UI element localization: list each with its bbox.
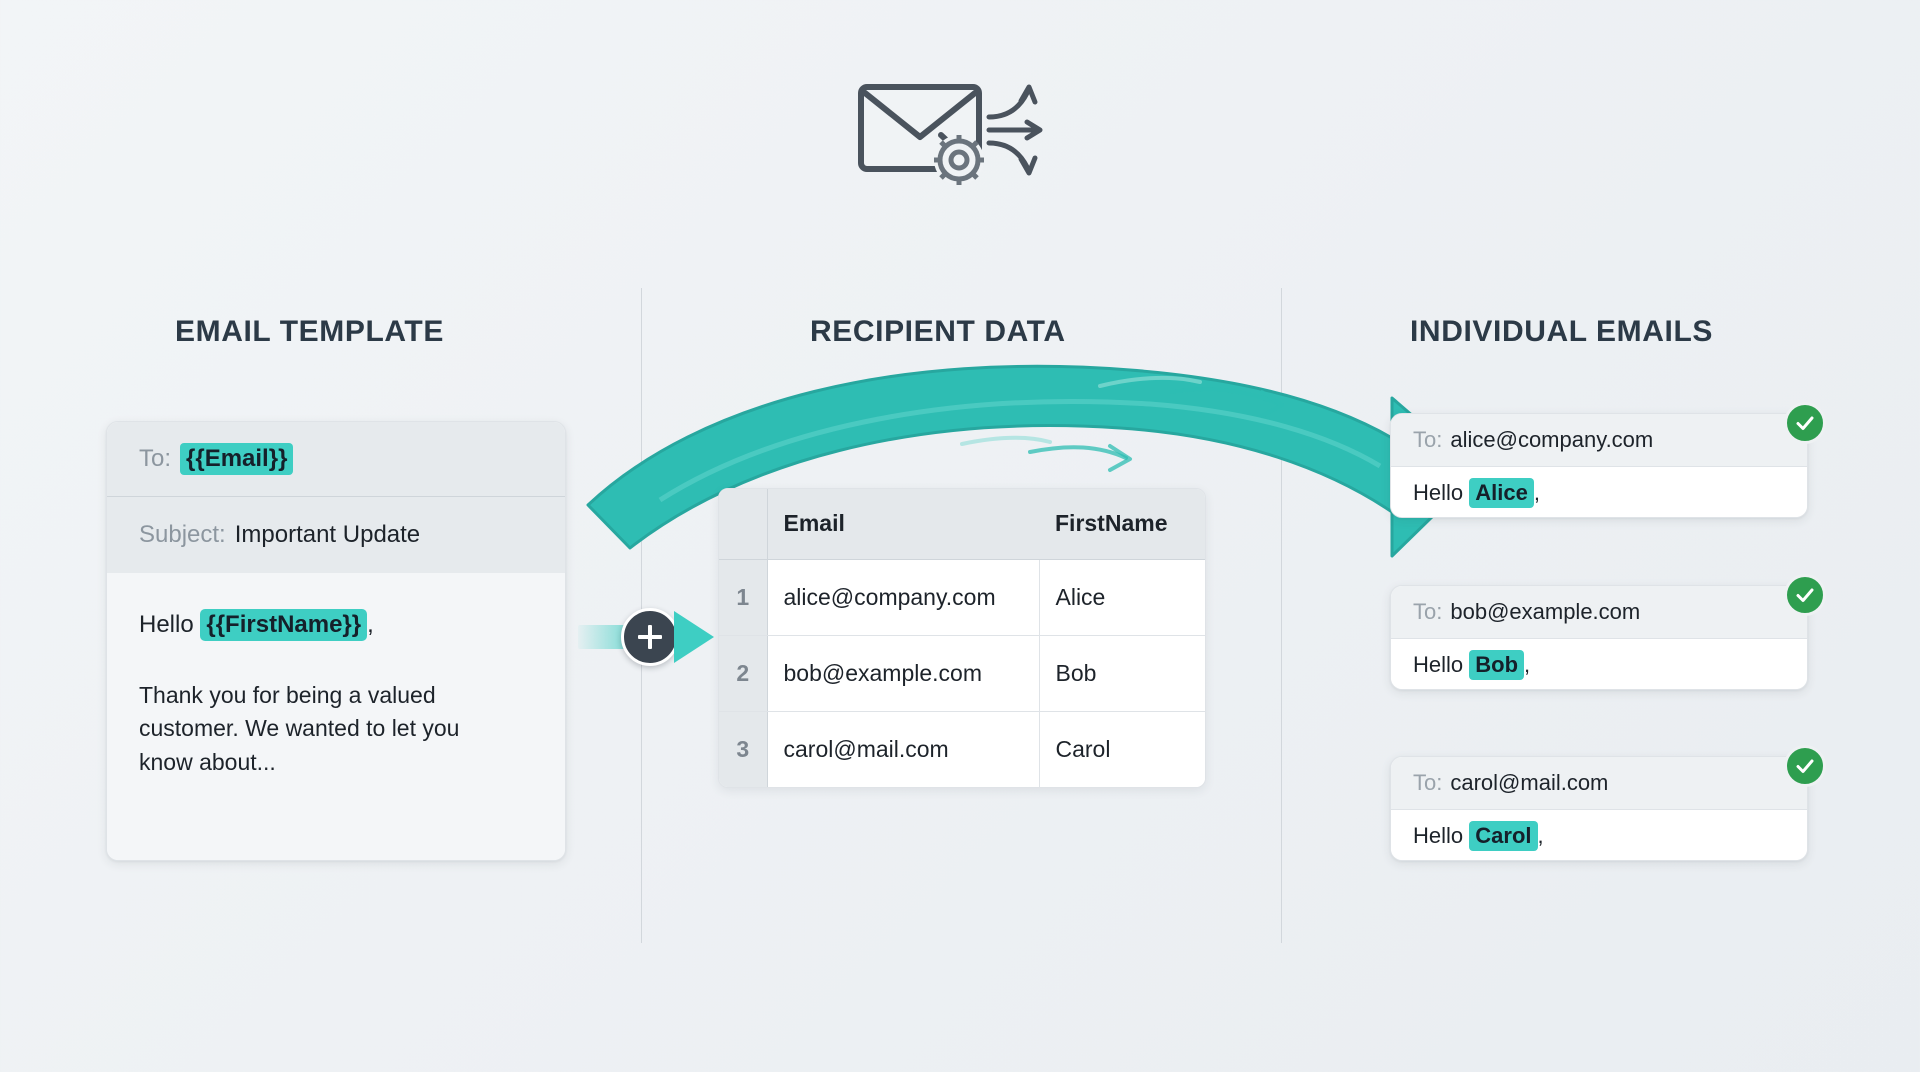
result-greeting-prefix: Hello xyxy=(1413,651,1464,677)
column-divider-right xyxy=(1281,288,1282,943)
template-subject-row: Subject: Important Update xyxy=(107,497,565,573)
result-greeting-prefix: Hello xyxy=(1413,479,1464,505)
result-to-label: To: xyxy=(1413,599,1443,624)
result-to-row: To: carol@mail.com xyxy=(1391,757,1807,810)
result-name-token: Carol xyxy=(1469,820,1538,851)
result-greeting-suffix: , xyxy=(1537,822,1544,848)
result-to-label: To: xyxy=(1413,427,1443,452)
table-header-row: Email FirstName xyxy=(719,489,1205,560)
table-row[interactable]: 3 carol@mail.com Carol xyxy=(719,711,1205,787)
recipient-data-table[interactable]: Email FirstName 1 alice@company.com Alic… xyxy=(718,488,1206,788)
result-email-card[interactable]: To: alice@company.com Hello Alice, xyxy=(1390,413,1808,518)
result-to-label: To: xyxy=(1413,770,1443,795)
column-header-firstname: FirstName xyxy=(1039,489,1205,560)
result-email-card[interactable]: To: carol@mail.com Hello Carol, xyxy=(1390,756,1808,861)
row-index: 3 xyxy=(719,711,768,787)
cell-firstname: Bob xyxy=(1039,635,1205,712)
cell-firstname: Alice xyxy=(1039,559,1205,636)
table-row[interactable]: 1 alice@company.com Alice xyxy=(719,559,1205,636)
template-body: Hello {{FirstName}}, Thank you for being… xyxy=(107,573,565,860)
result-name-token: Bob xyxy=(1469,649,1525,680)
cell-email: bob@example.com xyxy=(767,635,1040,712)
column-title-individual-emails: INDIVIDUAL EMAILS xyxy=(1410,315,1713,348)
column-header-index xyxy=(719,489,768,560)
result-greeting-suffix: , xyxy=(1524,651,1531,677)
template-to-label: To: xyxy=(139,445,172,472)
sent-check-icon xyxy=(1784,745,1826,787)
sent-check-icon xyxy=(1784,402,1826,444)
template-subject-label: Subject: xyxy=(139,521,226,548)
result-name-token: Alice xyxy=(1469,477,1534,508)
result-greeting-row: Hello Bob, xyxy=(1391,639,1807,689)
result-to-row: To: bob@example.com xyxy=(1391,586,1807,639)
result-to-value: carol@mail.com xyxy=(1450,770,1609,795)
sent-check-icon xyxy=(1784,574,1826,616)
template-to-token: {{Email}} xyxy=(180,443,294,475)
cell-firstname: Carol xyxy=(1039,711,1205,787)
template-subject-value: Important Update xyxy=(234,521,421,548)
result-greeting-prefix: Hello xyxy=(1413,822,1464,848)
result-email-card[interactable]: To: bob@example.com Hello Bob, xyxy=(1390,585,1808,690)
column-title-recipient-data: RECIPIENT DATA xyxy=(810,315,1066,348)
cell-email: carol@mail.com xyxy=(767,711,1040,787)
template-firstname-token: {{FirstName}} xyxy=(200,609,368,641)
result-to-value: bob@example.com xyxy=(1450,599,1641,624)
table-row[interactable]: 2 bob@example.com Bob xyxy=(719,635,1205,712)
envelope-gear-arrows-icon xyxy=(855,75,1065,190)
template-greeting-line: Hello {{FirstName}}, xyxy=(139,609,533,641)
template-body-paragraph: Thank you for being a valued customer. W… xyxy=(139,682,460,775)
result-to-value: alice@company.com xyxy=(1450,427,1654,452)
result-to-row: To: alice@company.com xyxy=(1391,414,1807,467)
template-to-row: To: {{Email}} xyxy=(107,422,565,497)
template-greeting-suffix: , xyxy=(367,611,374,638)
row-index: 1 xyxy=(719,559,768,636)
result-greeting-row: Hello Carol, xyxy=(1391,810,1807,860)
arrow-right-icon xyxy=(674,611,714,663)
column-header-email: Email xyxy=(767,489,1039,560)
result-greeting-suffix: , xyxy=(1533,479,1540,505)
email-template-card[interactable]: To: {{Email}} Subject: Important Update … xyxy=(106,421,566,861)
template-greeting-prefix: Hello xyxy=(139,611,194,638)
column-title-email-template: EMAIL TEMPLATE xyxy=(175,315,444,348)
result-greeting-row: Hello Alice, xyxy=(1391,467,1807,517)
template-header: To: {{Email}} Subject: Important Update xyxy=(107,422,565,573)
row-index: 2 xyxy=(719,635,768,712)
plus-merge-icon[interactable] xyxy=(621,608,679,666)
merge-node[interactable] xyxy=(578,608,714,666)
cell-email: alice@company.com xyxy=(767,559,1040,636)
